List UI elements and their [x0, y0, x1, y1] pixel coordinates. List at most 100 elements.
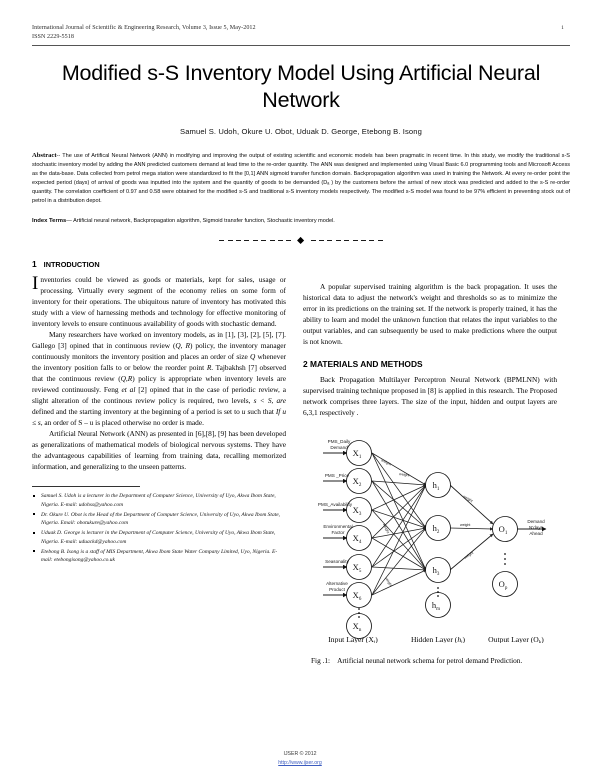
layer-label-output: Output Layer (Ok) [488, 635, 544, 643]
heading-introduction: 1 INTRODUCTION [32, 259, 286, 269]
weight-label-1: weight [381, 458, 392, 466]
weight-label-3: weight [462, 494, 473, 503]
node-x6 [346, 581, 372, 608]
figure-canvas: X1 X2 X3 X4 X5 X6 Xn h1 h2 h3 hm O1 [303, 428, 557, 648]
node-label-h1: h1 [433, 480, 440, 492]
feature-label-x6: Alternative [326, 581, 348, 586]
footer-copyright: IJSER © 2012 [283, 751, 317, 758]
p2-b: ) policy, the inventory manager continuo… [32, 340, 286, 361]
abstract-dash: -- [56, 152, 61, 159]
p2-etal: et al [121, 384, 136, 394]
weight-label-4: weight [460, 523, 470, 527]
figure-caption-text: Artificial neunal network schema for pet… [337, 655, 523, 665]
p2-h: such that [245, 406, 276, 416]
p2-Q: Q [249, 351, 256, 361]
page-title: Modified s-S Inventory Model Using Artif… [61, 61, 541, 113]
intro-paragraph-3: Artificial Neural Network (ANN) as prese… [32, 428, 286, 471]
node-x1 [346, 439, 372, 466]
feature-label-x4b: Factor [331, 530, 344, 535]
drop-cap: I [32, 272, 39, 294]
list-item: Samuel S. Udoh is a lecturer in the Depa… [32, 492, 286, 509]
node-o1 [492, 515, 518, 542]
intro-number: 1 [32, 258, 37, 269]
index-terms-dash: — [66, 218, 72, 225]
node-label-op: Op [499, 579, 508, 591]
weight-label-5: weight [463, 551, 474, 560]
output-label-3: Ahead [529, 531, 543, 536]
running-head: International Journal of Scientific & En… [32, 24, 570, 43]
node-label-x4: X4 [353, 533, 362, 545]
weight-label-2: weight [399, 472, 410, 477]
abstract-text: The use of Artifical Neural Network (ANN… [32, 152, 570, 205]
neural-network-diagram: X1 X2 X3 X4 X5 X6 Xn h1 h2 h3 hm O1 [318, 439, 547, 645]
node-h1 [425, 471, 451, 498]
section-divider [32, 236, 570, 246]
footnote-list: Samuel S. Udoh is a lecturer in the Depa… [32, 492, 286, 565]
p2-i: an order of S – u is placed otherwise no… [42, 417, 204, 427]
p2-e: ) policy is appropriate when inventory l… [32, 373, 286, 394]
weight-label-6: weight [382, 523, 390, 534]
p2-f: [2] opined that in the case of periodic … [32, 384, 286, 405]
list-item: Etebong B. Isong is a staff of MIS Depar… [32, 548, 286, 565]
list-item: Uduak D. George is lecturer in the Depar… [32, 529, 286, 546]
feature-label-x3: PMS_Availability [318, 502, 353, 507]
page-number: 1 [561, 25, 564, 31]
figure-caption-label: Fig .1: [311, 655, 331, 665]
layer-label-hidden: Hidden Layer (hj) [411, 635, 466, 643]
p2-c: whenever the inventory position falls to… [32, 351, 287, 372]
feature-label-x6b: Product [329, 587, 346, 592]
weight-label-7: weight [384, 576, 393, 587]
feature-label-x2: PMS _Price [325, 473, 350, 478]
node-x3 [346, 496, 372, 523]
intro-p1-first: nventories could be viewed as goods or m… [40, 274, 286, 295]
node-x5 [346, 553, 372, 580]
p2-qr2: Q,R [120, 373, 133, 383]
divider-dashes-left [219, 240, 292, 242]
p2-qr1: Q, R [175, 340, 190, 350]
divider-dashes-right [310, 240, 383, 242]
feature-label-x4: Environmental [323, 524, 352, 529]
intro-heading-text: INTRODUCTION [43, 259, 100, 269]
footer-link[interactable]: http://www.ijser.org [278, 760, 322, 767]
p2-u: u [241, 406, 246, 416]
p2-a: Many researchers have worked on inventor… [32, 329, 286, 350]
node-label-hm: hm [432, 600, 440, 612]
node-label-x6: X6 [353, 590, 362, 602]
node-label-o1: O1 [499, 524, 508, 536]
output-label-1: Demand [527, 519, 545, 524]
node-label-x3: X3 [353, 505, 362, 517]
p2-if: If u ≤ s, [32, 406, 286, 427]
feature-label-x5: Seasonality [325, 559, 349, 564]
output-label-2: N'days [529, 525, 544, 530]
author-list: Samuel S. Udoh, Okure U. Obot, Uduak D. … [180, 126, 422, 136]
node-label-x1: X1 [353, 448, 362, 460]
diamond-icon [297, 237, 305, 245]
running-head-text: International Journal of Scientific & En… [32, 24, 256, 43]
footnote-rule [32, 486, 140, 487]
journal-line: International Journal of Scientific & En… [32, 25, 256, 31]
abstract-label: Abstract [32, 151, 57, 159]
p2-g: defined and the starting inventory at th… [32, 406, 242, 416]
p2-slt: s < S, are [253, 395, 287, 405]
abstract-paragraph: Abstract-- The use of Artifical Neural N… [32, 151, 570, 207]
header-rule [32, 45, 570, 47]
materials-paragraph-1: Back Propagation Multilayer Perceptron N… [303, 374, 557, 417]
issn-line: ISSN 2229-5518 [32, 34, 74, 41]
node-label-x2: X2 [353, 476, 362, 488]
node-x2 [346, 467, 372, 494]
node-h2 [425, 514, 451, 541]
node-h3 [425, 556, 451, 583]
node-x4 [346, 524, 372, 551]
node-label-xn: Xn [353, 621, 362, 633]
neural-network-figure: X1 X2 X3 X4 X5 X6 Xn h1 h2 h3 hm O1 [303, 428, 557, 666]
ellipsis-dots [358, 552, 506, 618]
index-terms-text: Artificial neural network, Backpropagati… [73, 218, 335, 225]
node-op [492, 570, 518, 597]
list-item: Dr. Okure U. Obot is the Head of the Dep… [32, 511, 286, 528]
p2-R: R [206, 362, 212, 372]
p2-d: . Tajbakhsh [7] observed that the contin… [32, 362, 286, 383]
